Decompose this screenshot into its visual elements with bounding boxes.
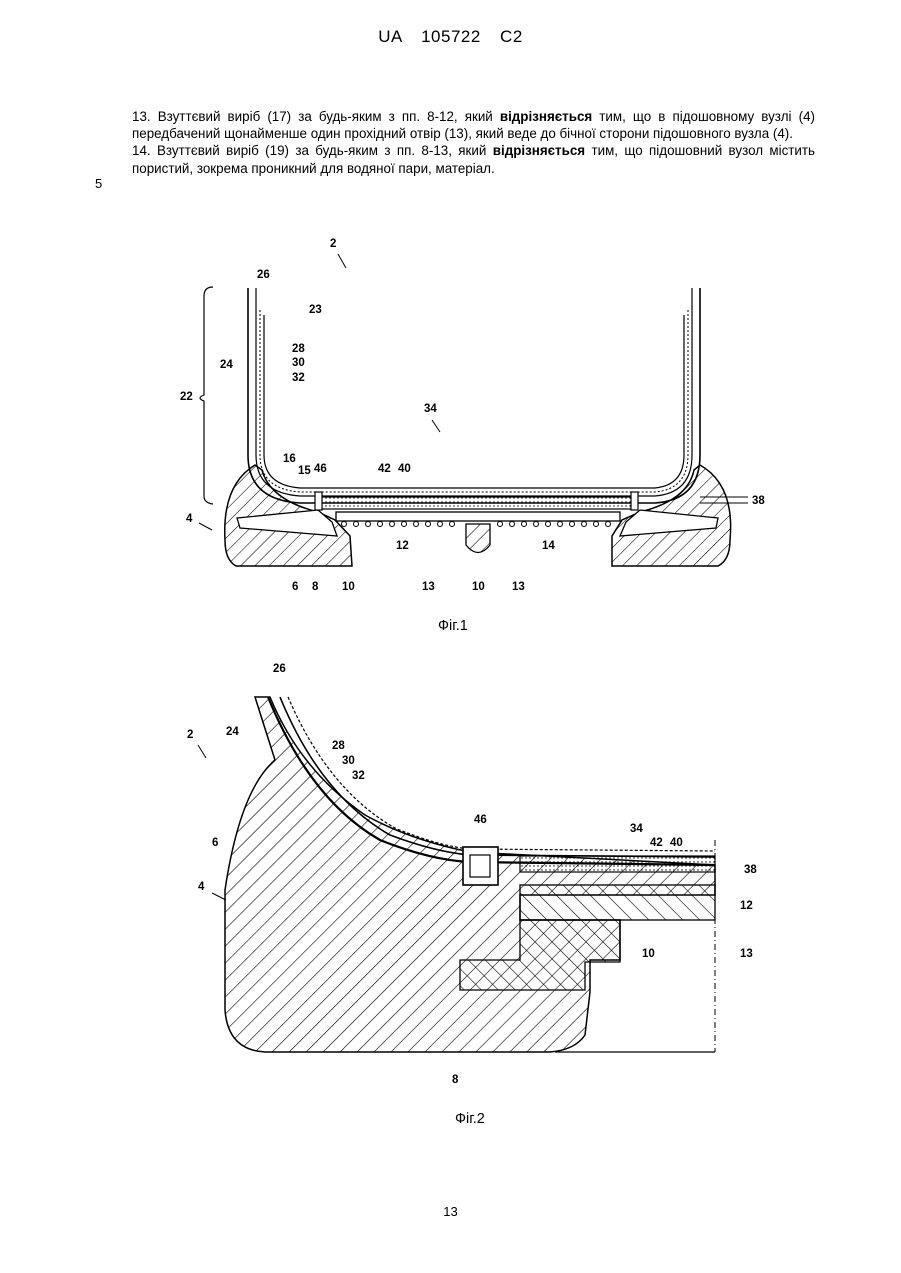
fig2-label: 12 [740, 900, 753, 912]
fig1-label: 14 [542, 540, 555, 552]
fig2-label: 4 [198, 881, 205, 893]
fig2-label: 26 [273, 663, 286, 675]
fig1-label: 10 [342, 581, 355, 593]
fig1-label: 46 [314, 463, 327, 475]
figure-2-caption: Фіг.2 [455, 1111, 485, 1127]
page-number: 13 [0, 1204, 901, 1219]
fig1-label: 32 [292, 372, 305, 384]
fig1-label: 12 [396, 540, 409, 552]
fig2-label: 40 [670, 837, 683, 849]
fig1-label: 13 [512, 581, 525, 593]
figure-1-caption: Фіг.1 [438, 618, 468, 634]
fig1-label: 6 [292, 581, 298, 593]
fig1-label: 30 [292, 357, 305, 369]
fig2-label: 32 [352, 770, 365, 782]
fig1-label: 24 [220, 359, 233, 371]
fig2-label: 28 [332, 740, 345, 752]
fig1-label: 10 [472, 581, 485, 593]
fig1-label: 38 [752, 495, 765, 507]
fig1-label: 23 [309, 304, 322, 316]
fig2-label: 30 [342, 755, 355, 767]
fig1-label: 40 [398, 463, 411, 475]
fig2-label: 10 [642, 948, 655, 960]
fig1-label: 2 [330, 238, 336, 250]
fig1-label: 8 [312, 581, 319, 593]
fig2-label: 24 [226, 726, 239, 738]
fig1-label: 4 [186, 513, 193, 525]
fig2-label: 38 [744, 864, 757, 876]
fig2-label: 8 [452, 1074, 459, 1086]
fig2-label: 13 [740, 948, 753, 960]
fig2-label: 46 [474, 814, 487, 826]
fig2-label: 6 [212, 837, 218, 849]
fig1-label: 13 [422, 581, 435, 593]
fig2-label: 2 [187, 729, 193, 741]
fig1-label: 42 [378, 463, 391, 475]
fig2-label: 42 [650, 837, 663, 849]
fig2-label: 34 [630, 823, 643, 835]
fig1-label: 15 [298, 465, 311, 477]
fig1-label: 28 [292, 343, 305, 355]
fig1-label: 26 [257, 269, 270, 281]
fig1-label: 16 [283, 453, 296, 465]
fig1-label: 22 [180, 391, 193, 403]
fig1-label: 34 [424, 403, 437, 415]
